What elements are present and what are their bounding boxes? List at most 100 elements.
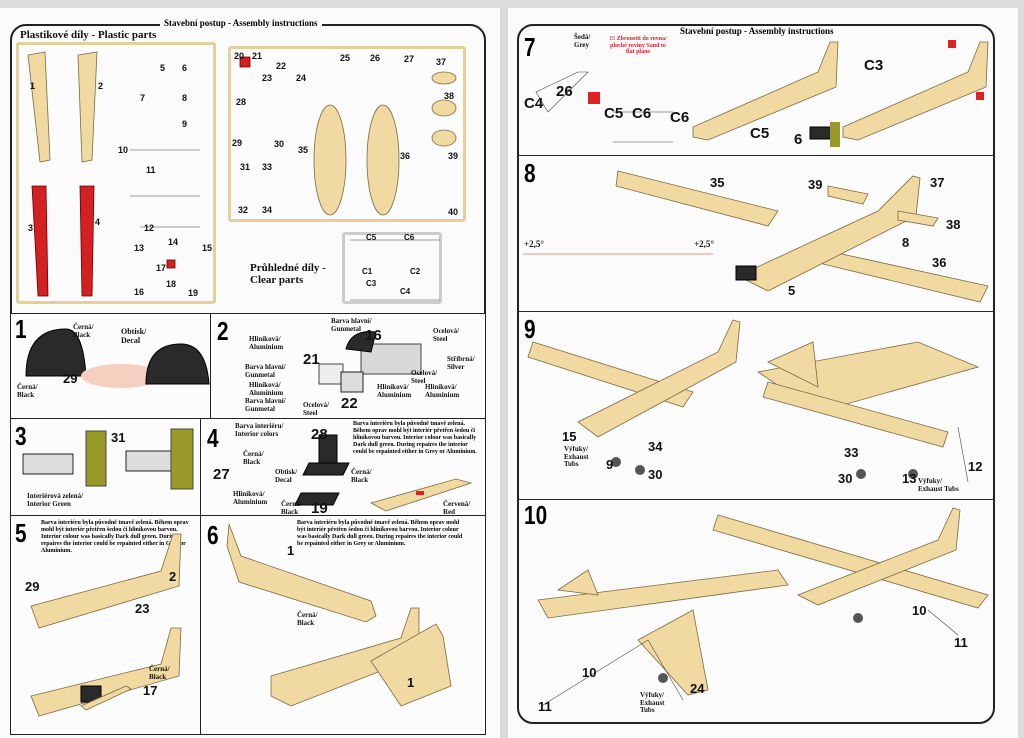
part-26: 26 [370,53,381,63]
label-gunmetal: Barva hlavní/ Gunmetal [245,363,286,379]
label-exhaust: Výfuky/ Exhaust Tubs [640,691,665,715]
clear-sprue [342,232,442,304]
wing-assembly-drawing [523,170,989,303]
part-35: 35 [298,145,309,155]
part-28: 28 [236,97,247,107]
part-11: 11 [146,165,156,175]
seat-floor-drawing [294,434,473,512]
part-12: 12 [144,223,155,233]
label-decal: Obtisk/ Decal [121,327,147,345]
label-decal: Obtisk/ Decal [275,468,298,484]
part-27: 27 [404,54,415,64]
part-38: 38 [444,91,455,101]
label-steel: Ocelová/ Steel [411,369,438,385]
part-39: 39 [808,177,823,192]
step-2-panel: 2 16 21 22 Barva hlavní/ Gunmetal Hliník… [210,313,486,419]
label-gunmetal: Barva hlavní/ Gunmetal [245,397,286,413]
part-40: 40 [448,207,459,217]
part-20: 20 [234,51,245,61]
header-right: Stavební postup - Assembly instructions [676,26,838,36]
part-10: 10 [582,665,597,680]
canopy-fuselage-drawing [535,40,989,147]
step-4-panel: 4 Barva interiéru/ Interior colors Barva… [200,418,486,516]
part-21: 21 [303,351,320,368]
part-23: 23 [135,601,150,616]
part-14: 14 [168,237,179,247]
interior-note: Barva interiéru byla původně tmavě zelen… [353,421,477,455]
part-5: 5 [160,63,166,73]
part-29: 29 [25,579,40,594]
part-c3: C3 [366,279,377,288]
engine-drawing [318,331,422,393]
label-black: Černá/ Black [17,383,38,399]
part-38: 38 [946,217,961,232]
part-23: 23 [262,73,273,83]
part-c2: C2 [410,267,421,276]
part-10: 10 [912,603,927,618]
part-27: 27 [213,466,230,483]
part-7: 7 [140,93,146,103]
part-15: 15 [562,429,577,444]
label-aluminium: Hliníková/ Aluminium [249,335,284,351]
part-c4: C4 [524,95,544,112]
part-6: 6 [794,131,803,148]
part-8: 8 [182,93,188,103]
step-number: 6 [207,520,219,550]
part-37: 37 [930,175,945,190]
label-black: Černá/ Black [297,611,318,627]
part-c6: C6 [404,233,415,242]
part-24: 24 [690,681,705,696]
right-frame [517,24,995,724]
step-10-panel: 10 10 11 24 10 11 Výfuky/ Exhaust Tubs [518,500,994,722]
dihedral-left: +2,5° [524,239,544,249]
header-left: Stavební postup - Assembly instructions [160,18,322,28]
part-6: 6 [182,63,188,73]
label-aluminium: Hliníková/ Aluminium [249,381,284,397]
step-6-panel: 6 Barva interiéru byla původně tmavě zel… [200,515,486,735]
part-24: 24 [296,73,307,83]
part-16: 16 [134,287,145,297]
step-number: 10 [524,500,548,530]
part-22: 22 [341,395,358,412]
clear-parts-title: Průhledné díly - Clear parts [250,262,326,287]
label-silver: Stříbrná/ Silver [447,355,475,371]
part-28: 28 [311,426,328,443]
part-4: 4 [95,217,101,227]
part-17: 17 [156,263,167,273]
landing-gear-drawing [527,319,980,483]
step-number: 3 [15,421,27,451]
part-1: 1 [407,675,415,690]
final-assembly-drawing [537,507,989,706]
part-35: 35 [710,175,725,190]
part-2: 2 [169,569,177,584]
part-c6: C6 [632,105,652,122]
fuselage-drawing [30,533,182,717]
sprue-parts-drawing [27,51,457,301]
part-c1: C1 [362,267,373,276]
part-29: 29 [232,138,243,148]
part-c4: C4 [400,287,411,296]
part-12: 12 [968,459,983,474]
step-number: 1 [15,314,27,344]
part-22: 22 [276,61,287,71]
part-33: 33 [262,162,273,172]
label-black: Černá/ Black [243,450,264,466]
sand-note: !!! Zbroustit do rovna/ ploché roviny Sa… [609,36,667,56]
label-black: Černá/ Black [351,468,372,484]
label-black: Černá/ Black [73,323,94,339]
label-gunmetal: Barva hlavní/ Gunmetal [331,317,372,333]
interior-note: Barva interiéru byla původně tmavě zelen… [41,520,189,554]
part-c5: C5 [366,233,377,242]
sprue-b [228,46,466,222]
step-number: 5 [15,518,27,548]
step-number: 9 [524,314,536,344]
step-7-panel: 7 Šedá/ Grey !!! Zbroustit do rovna/ plo… [518,32,994,156]
label-steel: Ocelová/ Steel [433,327,460,343]
label-aluminium: Hliníková/ Aluminium [425,383,460,399]
part-18: 18 [166,279,177,289]
part-c5: C5 [750,125,770,142]
part-30: 30 [274,139,285,149]
label-red: Červená/ Red [443,500,471,516]
label-aluminium: Hliníková/ Aluminium [377,383,412,399]
step-5-panel: 5 Barva interiéru byla původně tmavě zel… [10,515,201,735]
